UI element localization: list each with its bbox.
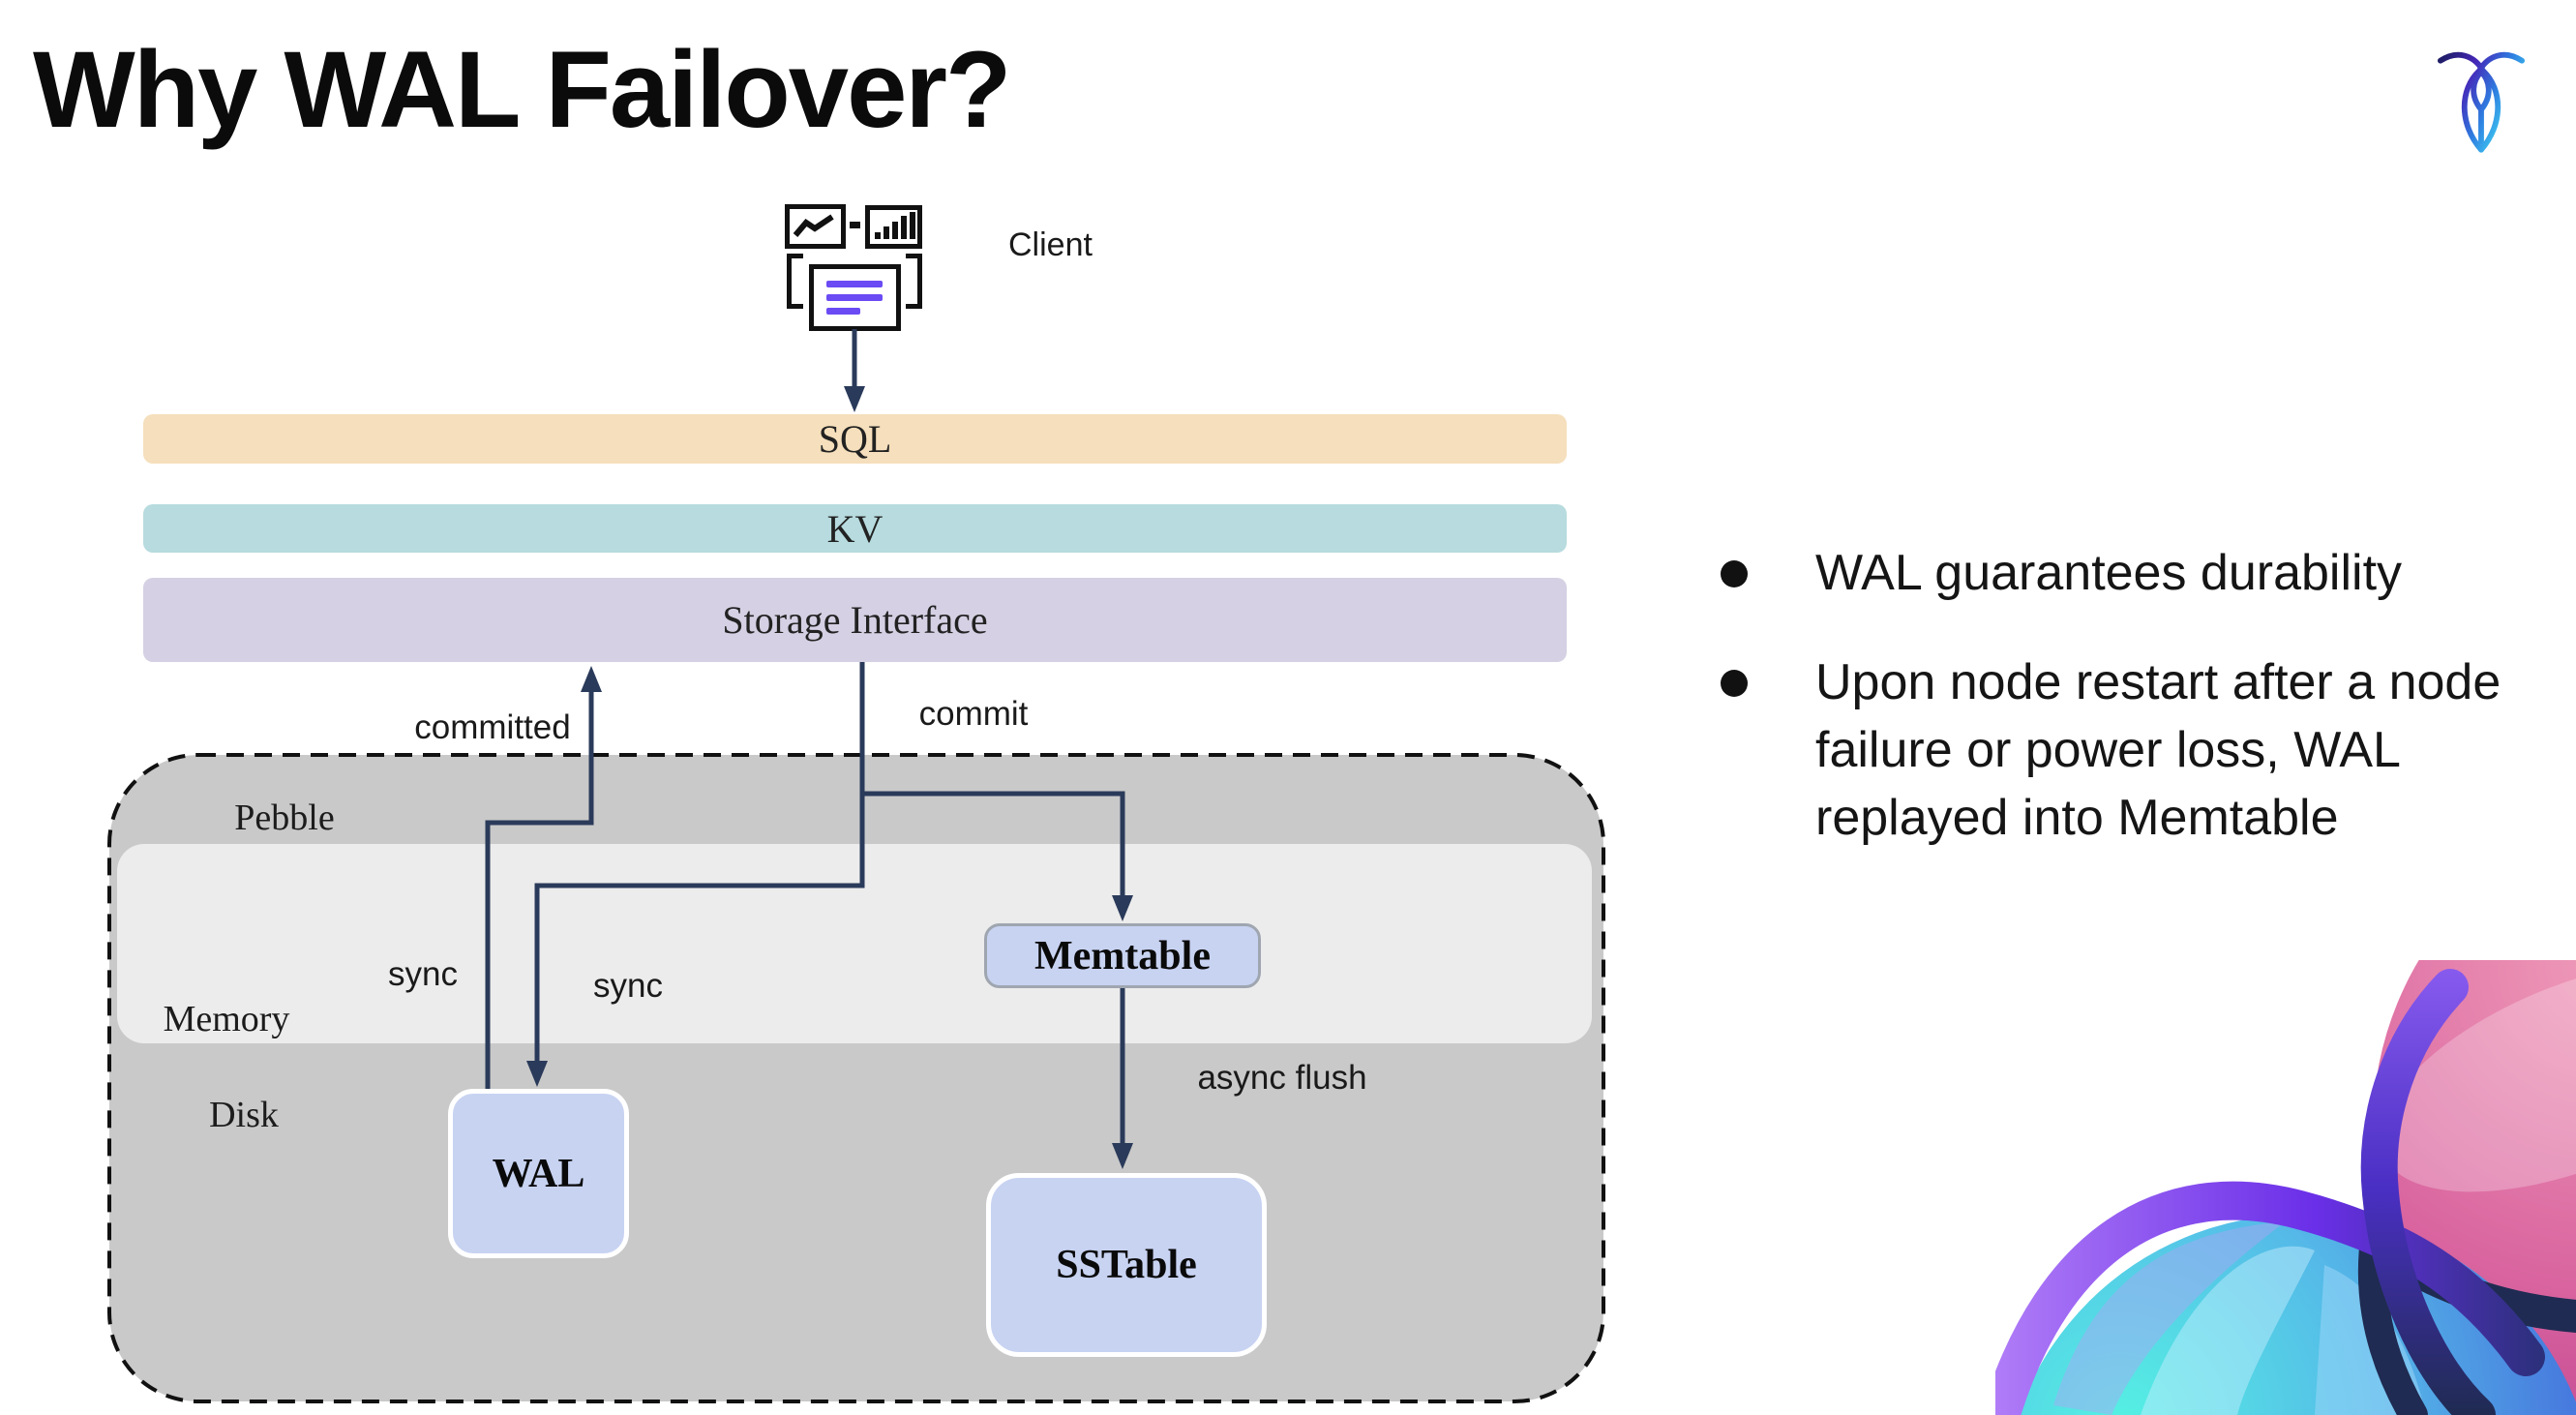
disk-label: Disk [209, 1095, 279, 1135]
document-icon [809, 264, 901, 331]
client-icon [779, 198, 944, 421]
edge-label-sync-right: sync [593, 967, 663, 1005]
art-leaf-overlay [2053, 1221, 2286, 1415]
pebble-label: Pebble [234, 798, 335, 838]
memory-region [117, 844, 1592, 1043]
bullet-dot [1721, 670, 1748, 697]
logo-vein-left [2471, 69, 2484, 113]
bullet-dot [1721, 560, 1748, 587]
storage-interface-label: Storage Interface [722, 598, 988, 642]
committed-arrowhead [581, 666, 602, 692]
bar-chart-glyph [875, 212, 915, 239]
line-chart-glyph [793, 214, 834, 237]
page-title: Why WAL Failover? [33, 29, 1011, 150]
brand-artwork [1995, 960, 2576, 1415]
cockroach-logo-icon [2437, 51, 2526, 153]
bracket-right-icon [906, 254, 922, 309]
art-antenna-arc [1995, 1181, 2545, 1415]
edge-label-async-flush: async flush [1197, 1059, 1367, 1097]
edge-label-commit: commit [918, 695, 1029, 733]
sstable-node-label: SSTable [1056, 1243, 1197, 1287]
document-text-line [826, 308, 860, 315]
memtable-node-label: Memtable [1034, 933, 1211, 978]
memtable-node: Memtable [984, 923, 1261, 988]
art-pink-highlight [2380, 960, 2576, 1192]
document-text-line [826, 281, 883, 287]
line-chart-icon [785, 204, 846, 249]
kv-layer-label: KV [826, 506, 884, 551]
kv-layer-bar: KV [143, 504, 1567, 553]
edge-label-committed: committed [414, 708, 571, 746]
art-leaf-overlay [2141, 1246, 2315, 1415]
edge-label-sync-left: sync [388, 955, 458, 993]
bar-chart-icon [865, 205, 922, 249]
logo-vein-right [2478, 69, 2492, 113]
memory-label: Memory [163, 999, 290, 1039]
dash-icon [850, 222, 860, 228]
wal-node: WAL [448, 1089, 629, 1258]
bullet-text: Upon node restart after a node failure o… [1815, 654, 2501, 846]
sql-layer-bar: SQL [143, 414, 1567, 464]
client-label: Client [1008, 226, 1093, 263]
sql-layer-label: SQL [818, 417, 892, 461]
storage-interface-bar: Storage Interface [143, 578, 1567, 662]
bullet-text: WAL guarantees durability [1815, 545, 2403, 601]
document-text-line [826, 294, 883, 301]
sstable-node: SSTable [986, 1173, 1267, 1357]
art-antenna-arc [2360, 969, 2496, 1415]
wal-node-label: WAL [492, 1151, 585, 1196]
bracket-left-icon [787, 254, 803, 309]
